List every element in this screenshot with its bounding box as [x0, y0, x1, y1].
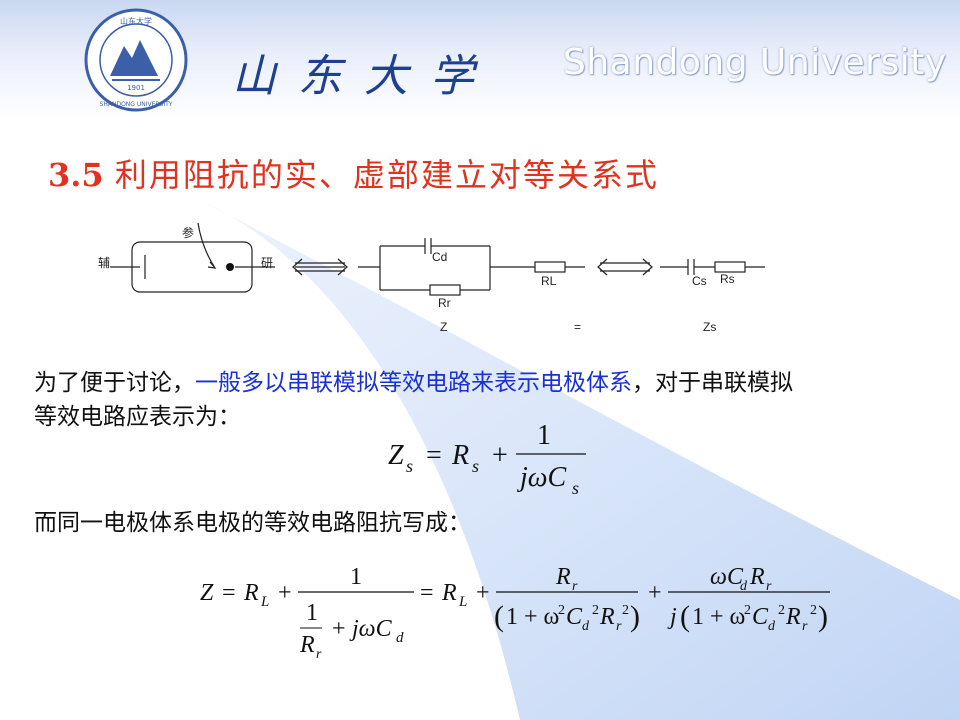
svg-text:s: s: [572, 478, 579, 498]
svg-text:1901: 1901: [127, 84, 145, 92]
svg-text:r: r: [616, 619, 622, 634]
svg-text:j: j: [667, 604, 677, 630]
svg-text:C: C: [566, 604, 583, 630]
svg-text:=: =: [420, 580, 434, 606]
svg-text:R: R: [299, 632, 315, 658]
svg-text:jωC: jωC: [349, 616, 393, 642]
ref-electrode-label: 参: [182, 226, 195, 240]
paragraph-electrode-impedance: 而同一电极体系电极的等效电路阻抗写成：: [34, 510, 471, 536]
svg-text:2: 2: [592, 603, 599, 618]
svg-text:R: R: [441, 580, 457, 606]
z-label: Z: [440, 320, 448, 334]
svg-text:d: d: [768, 619, 776, 634]
svg-text:C: C: [752, 604, 769, 630]
section-number: 3.5: [48, 156, 104, 194]
svg-text:1: 1: [537, 420, 551, 451]
university-name-english: Shandong University: [563, 42, 947, 83]
svg-text:L: L: [458, 594, 467, 610]
svg-text:2: 2: [778, 603, 785, 618]
zs-label: Zs: [703, 320, 717, 334]
svg-text:d: d: [582, 619, 590, 634]
working-electrode-label: 研: [261, 256, 274, 270]
svg-text:+: +: [332, 616, 346, 642]
svg-text:r: r: [316, 647, 322, 662]
svg-text:(: (: [494, 600, 504, 633]
cs-label: Cs: [692, 274, 707, 288]
svg-text:SHANDONG UNIVERSITY: SHANDONG UNIVERSITY: [100, 101, 173, 108]
highlighted-statement: 一般多以串联模拟等效电路来表示电极体系: [195, 370, 632, 396]
svg-text:s: s: [406, 456, 413, 476]
svg-text:=: =: [222, 580, 236, 606]
svg-text:s: s: [472, 456, 479, 476]
svg-text:(: (: [680, 600, 690, 633]
equation-series-impedance: Z s = R s + 1 jωC s: [388, 420, 586, 498]
svg-text:L: L: [260, 594, 269, 610]
svg-text:2: 2: [810, 603, 817, 618]
equivalent-circuit-diagram: [110, 222, 765, 296]
svg-text:R: R: [749, 564, 765, 590]
svg-text:R: R: [555, 564, 571, 590]
equation-electrode-impedance: Z = R L + 1 1 R r + jωC d = R L + R r ( …: [200, 564, 830, 662]
rs-label: Rs: [720, 272, 735, 286]
svg-text:2: 2: [622, 603, 629, 618]
aux-electrode-label: 辅: [98, 256, 111, 270]
svg-text:d: d: [396, 630, 404, 646]
svg-text:r: r: [802, 619, 808, 634]
svg-text:1 + ω: 1 + ω: [692, 604, 745, 630]
svg-text:R: R: [599, 604, 615, 630]
svg-text:R: R: [451, 440, 469, 471]
svg-text:2: 2: [558, 603, 565, 618]
svg-text:+: +: [476, 580, 490, 606]
equals-label: =: [574, 320, 582, 334]
svg-text:1 + ω: 1 + ω: [506, 604, 559, 630]
university-seal-logo: 1901 SHANDONG UNIVERSITY 山东大学: [84, 8, 188, 112]
svg-text:+: +: [492, 440, 508, 471]
svg-text:d: d: [740, 579, 748, 594]
svg-text:R: R: [243, 580, 259, 606]
svg-text:Z: Z: [200, 580, 214, 606]
section-title-text: 利用阻抗的实、虚部建立对等关系式: [114, 156, 659, 194]
svg-text:+: +: [278, 580, 292, 606]
svg-text:Z: Z: [388, 440, 404, 471]
svg-text:+: +: [648, 580, 662, 606]
svg-text:r: r: [766, 579, 772, 594]
paragraph-series-circuit: 为了便于讨论，一般多以串联模拟等效电路来表示电极体系，对于串联模拟 等效电路应表…: [34, 370, 793, 430]
svg-text:jωC: jωC: [517, 462, 567, 493]
svg-text:r: r: [572, 579, 578, 594]
svg-text:山东大学: 山东大学: [120, 16, 152, 26]
slide-title: 3.5 利用阻抗的实、虚部建立对等关系式: [48, 150, 659, 196]
rr-label: Rr: [438, 296, 451, 310]
svg-text:=: =: [426, 440, 442, 471]
rl-label: RL: [541, 274, 557, 288]
university-name-calligraphy: 山东大学: [232, 51, 496, 102]
svg-text:ωC: ωC: [710, 564, 744, 590]
svg-text:1: 1: [350, 564, 362, 590]
svg-text:1: 1: [306, 600, 318, 626]
svg-text:): ): [630, 600, 640, 633]
svg-text:2: 2: [744, 603, 751, 618]
svg-text:): ): [818, 600, 828, 633]
svg-text:R: R: [785, 604, 801, 630]
cd-label: Cd: [432, 250, 448, 264]
